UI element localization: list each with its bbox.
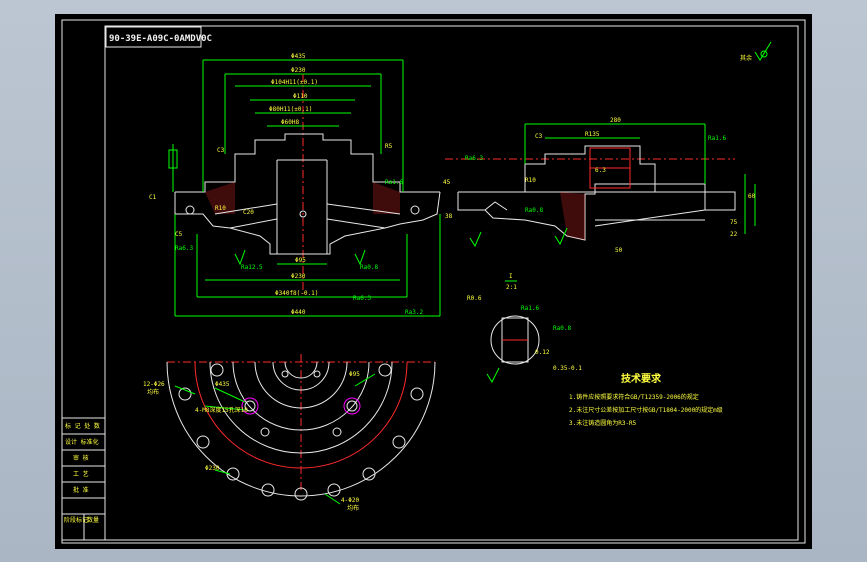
svg-text:设计 标准化: 设计 标准化 xyxy=(65,438,99,446)
tech-req-item: 3.未注铸造圆角为R3-R5 xyxy=(569,419,637,427)
code-box xyxy=(105,26,202,48)
svg-text:R10: R10 xyxy=(525,177,536,184)
svg-text:Φ230: Φ230 xyxy=(291,273,306,280)
svg-text:Φ95: Φ95 xyxy=(295,257,306,264)
tech-req-item: 2.未注尺寸公差按加工尺寸按GB/T1804-2000的规定m级 xyxy=(569,406,723,414)
svg-text:Ra1.6: Ra1.6 xyxy=(521,305,539,312)
svg-text:6.3: 6.3 xyxy=(595,167,606,174)
svg-text:均布: 均布 xyxy=(347,504,359,512)
tech-req-title: 技术要求 xyxy=(621,372,662,385)
svg-text:均布: 均布 xyxy=(147,388,159,396)
main-section-view: Φ435 Φ230 Φ104H11(±0.1) Φ110 Φ80H11(±0.1… xyxy=(149,53,441,317)
drawing-sheet: 90-39E-A09C-0AMDV0C 其余 xyxy=(55,14,812,549)
outer-frame xyxy=(61,19,806,544)
drawing-code: 90-39E-A09C-0AMDV0C xyxy=(109,34,212,44)
svg-text:Ra6.3: Ra6.3 xyxy=(353,295,371,302)
svg-text:C5: C5 xyxy=(175,231,183,238)
svg-text:Ra1.6: Ra1.6 xyxy=(708,135,726,142)
technical-requirements: 技术要求 1.铸件应按照要求符合GB/T12359-2006的规定 2.未注尺寸… xyxy=(569,372,723,427)
svg-text:Ra3.2: Ra3.2 xyxy=(405,309,423,316)
svg-text:Φ435: Φ435 xyxy=(291,53,306,60)
svg-text:Φ110: Φ110 xyxy=(293,93,308,100)
svg-text:C1: C1 xyxy=(149,194,157,201)
svg-text:R10: R10 xyxy=(215,205,226,212)
revision-table: 标 记 处 数 设计 标准化 审 核 工 艺 批 准 阶段标记 数量 xyxy=(61,417,106,541)
svg-text:Ra0.8: Ra0.8 xyxy=(360,264,378,271)
svg-text:Φ95: Φ95 xyxy=(349,371,360,378)
cad-drawing: 90-39E-A09C-0AMDV0C 其余 xyxy=(61,19,806,544)
svg-text:Φ60H8: Φ60H8 xyxy=(281,119,299,126)
svg-text:Ra0.8: Ra0.8 xyxy=(525,207,543,214)
svg-text:审 核: 审 核 xyxy=(73,454,89,462)
svg-text:Φ104H11(±0.1): Φ104H11(±0.1) xyxy=(271,79,318,86)
svg-text:Φ435: Φ435 xyxy=(215,381,230,388)
svg-text:C3: C3 xyxy=(535,133,543,140)
svg-text:45: 45 xyxy=(443,179,451,186)
svg-text:批 准: 批 准 xyxy=(73,486,89,494)
svg-text:Ra6.3: Ra6.3 xyxy=(175,245,193,252)
svg-text:22: 22 xyxy=(730,231,738,238)
svg-text:Ra6.3: Ra6.3 xyxy=(465,155,483,162)
svg-text:C20: C20 xyxy=(243,209,254,216)
svg-text:280: 280 xyxy=(610,117,621,124)
svg-text:Φ340f8(-0.1): Φ340f8(-0.1) xyxy=(275,290,318,297)
inner-frame xyxy=(104,25,799,541)
svg-text:工 艺: 工 艺 xyxy=(73,470,89,478)
svg-text:数量: 数量 xyxy=(87,516,99,524)
side-section-view: 280 R135 C3 60 45 38 6.3 R10 Ra1.6 Ra6.3… xyxy=(443,117,756,254)
svg-text:Φ80H11(±0.1): Φ80H11(±0.1) xyxy=(269,106,312,113)
detail-label: I xyxy=(509,273,513,280)
svg-text:R0.6: R0.6 xyxy=(467,295,482,302)
bottom-view: 12-Φ26 均布 Φ435 4-M8深度15孔深18 Φ95 Φ230 4-Φ… xyxy=(143,354,436,512)
svg-text:38: 38 xyxy=(445,213,453,220)
svg-text:Ra0.8: Ra0.8 xyxy=(553,325,571,332)
svg-text:Φ440: Φ440 xyxy=(291,309,306,316)
svg-text:75: 75 xyxy=(730,219,738,226)
svg-text:R5: R5 xyxy=(385,143,393,150)
svg-text:Φ230: Φ230 xyxy=(291,67,306,74)
roughness-symbol xyxy=(754,41,772,61)
svg-text:R135: R135 xyxy=(585,131,600,138)
svg-text:12-Φ26: 12-Φ26 xyxy=(143,381,165,388)
svg-text:标 记 处 数: 标 记 处 数 xyxy=(65,422,100,430)
svg-text:4-M8深度15孔深18: 4-M8深度15孔深18 xyxy=(195,406,248,414)
svg-text:0.12: 0.12 xyxy=(535,349,550,356)
svg-text:4-Φ20: 4-Φ20 xyxy=(341,497,359,504)
svg-text:C3: C3 xyxy=(217,147,225,154)
tech-req-item: 1.铸件应按照要求符合GB/T12359-2006的规定 xyxy=(569,393,699,401)
svg-text:0.35-0.1: 0.35-0.1 xyxy=(553,365,582,372)
roughness-label: 其余 xyxy=(740,54,752,62)
svg-text:Ra12.5: Ra12.5 xyxy=(241,264,263,271)
svg-text:Φ230: Φ230 xyxy=(205,465,220,472)
detail-view: I 2:1 R0.6 Ra1.6 Ra0.8 0.12 0.35-0.1 xyxy=(467,273,582,384)
detail-scale: 2:1 xyxy=(506,284,517,291)
svg-text:阶段标记: 阶段标记 xyxy=(64,516,88,524)
svg-text:50: 50 xyxy=(615,247,623,254)
svg-text:Ra1.6: Ra1.6 xyxy=(385,179,403,186)
svg-text:60: 60 xyxy=(748,193,756,200)
